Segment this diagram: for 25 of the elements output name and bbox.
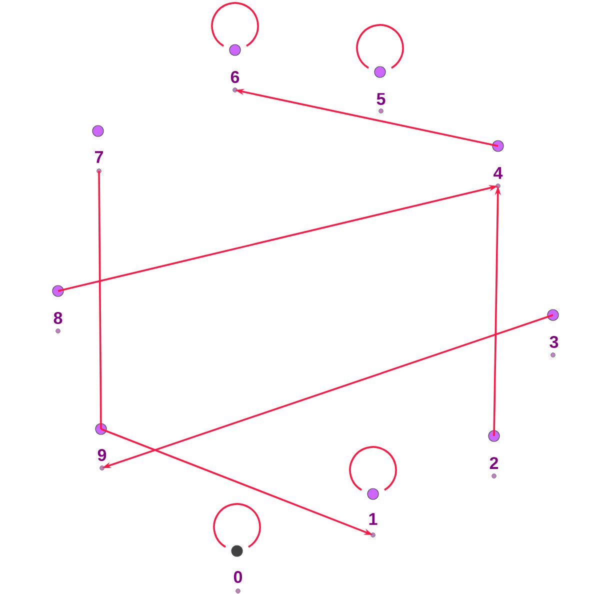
- node-label: 6: [230, 70, 240, 84]
- node-label: 0: [234, 570, 242, 584]
- node-label: 3: [550, 336, 558, 348]
- connector-line: [98, 171, 102, 430]
- node-label: 1: [369, 513, 378, 525]
- node-label: 7: [95, 151, 103, 163]
- vertex: 0: [231, 545, 243, 594]
- vertex: 1: [367, 488, 379, 538]
- self-loop: [211, 2, 259, 47]
- node-label: 2: [490, 457, 498, 469]
- vertex: 5: [374, 66, 386, 114]
- vertex: 7: [92, 125, 104, 174]
- node-label: 9: [98, 448, 106, 462]
- vertex: 6: [229, 44, 241, 92]
- self-loop: [356, 24, 404, 69]
- node-label: 8: [54, 312, 62, 324]
- vertex: 4: [492, 140, 504, 188]
- vertex: 2: [488, 430, 500, 478]
- self-loop: [213, 503, 261, 548]
- vertex: 9: [95, 423, 107, 470]
- self-loop: [349, 446, 397, 491]
- node-label: 5: [376, 93, 386, 105]
- vertex: 8: [52, 285, 64, 334]
- node-label: 4: [494, 167, 503, 179]
- vertex: 3: [547, 309, 559, 358]
